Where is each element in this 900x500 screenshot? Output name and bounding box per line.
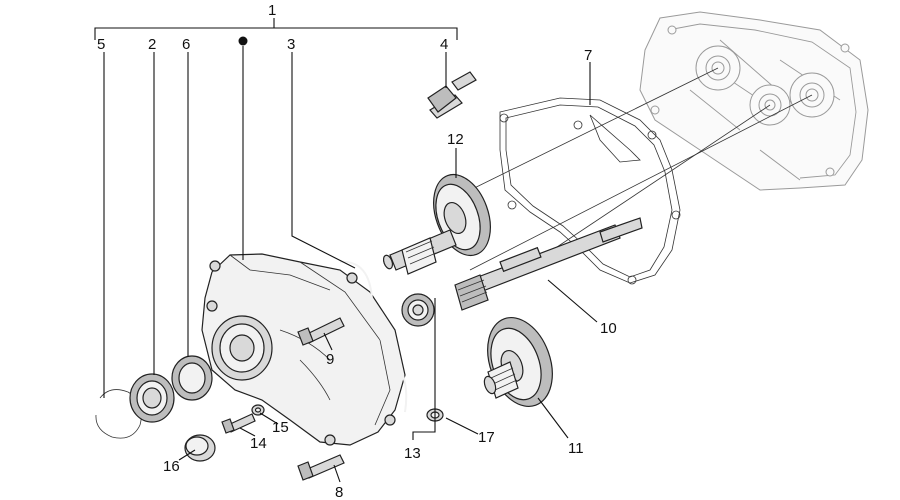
callout-3: 3	[287, 36, 295, 53]
callout-labels: 1 2 3 4 5 6 7 8 9 10 11 12 13 14 15 16 1…	[97, 2, 617, 500]
callout-7: 7	[584, 47, 592, 64]
breather-hose	[339, 260, 408, 413]
intermediate-gear-upper	[382, 173, 491, 275]
callout-13: 13	[404, 445, 421, 462]
washer-15	[251, 404, 265, 416]
callout-15: 15	[272, 419, 289, 436]
callout-1: 1	[268, 2, 276, 19]
drive-shaft	[454, 217, 643, 311]
oil-seal-6	[171, 355, 213, 401]
callout-9: 9	[326, 351, 334, 368]
intermediate-gear-lower	[483, 316, 553, 408]
callout-16: 16	[163, 458, 180, 475]
cover-bolt-8	[297, 454, 345, 481]
bearing-small	[401, 293, 435, 327]
circlip-5	[95, 389, 142, 439]
callout-2: 2	[148, 36, 156, 53]
ball-bearing-2	[129, 373, 175, 423]
gasket	[499, 97, 681, 285]
transmission-cover	[201, 253, 406, 446]
callout-12: 12	[447, 131, 464, 148]
bullet-marker-icon	[238, 36, 248, 46]
transmission-housing-ghost	[639, 11, 869, 191]
plug-16	[184, 434, 216, 462]
callout-8: 8	[335, 484, 343, 500]
fitting-4	[427, 71, 477, 119]
callout-10: 10	[600, 320, 617, 337]
cover-bolt-9	[297, 317, 345, 346]
callout-17: 17	[478, 429, 495, 446]
callout-6: 6	[182, 36, 190, 53]
drain-screw-14	[221, 413, 256, 434]
callout-4: 4	[440, 36, 448, 53]
callout-11: 11	[568, 440, 584, 457]
callout-14: 14	[250, 435, 267, 452]
callout-5: 5	[97, 36, 105, 53]
leader-lines	[94, 18, 598, 483]
axis-guide-lines	[449, 67, 813, 271]
